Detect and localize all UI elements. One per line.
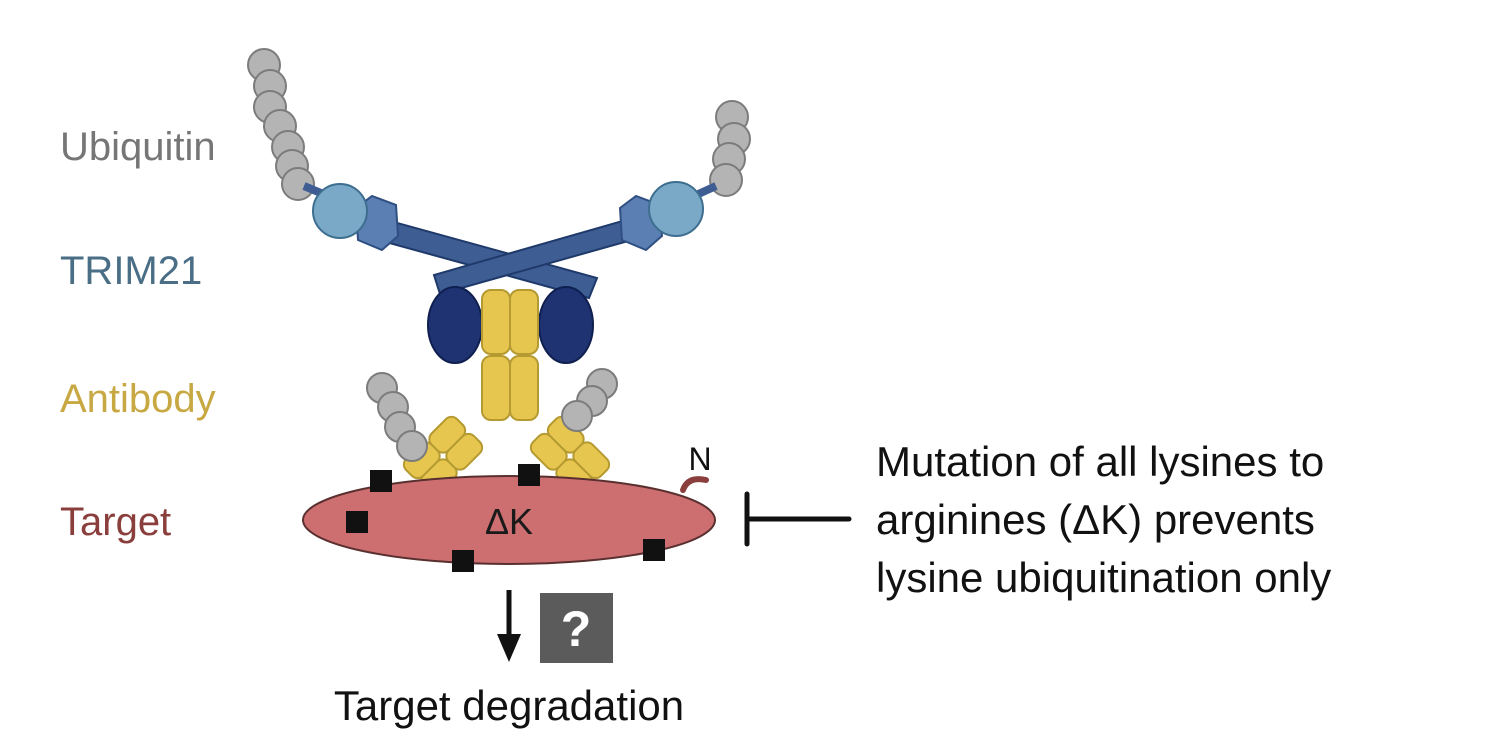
ubiquitin-chain-antibody-right [561, 368, 618, 432]
ubiquitin-chain-top-left [247, 48, 315, 201]
ubiquitin-chain-top-right [709, 100, 751, 197]
annotation-line-3: lysine ubiquitination only [876, 554, 1331, 601]
annotation-line-2: arginines (ΔK) prevents [876, 496, 1315, 543]
delta-k-label: ΔK [485, 501, 533, 542]
antibody [402, 289, 611, 497]
ubiquitin-label: Ubiquitin [60, 125, 216, 169]
annotation-line-1: Mutation of all lysines to [876, 438, 1324, 485]
inhibition-arrow [744, 491, 852, 547]
antibody-label: Antibody [60, 377, 216, 421]
ubiquitin-chain-antibody-left [366, 372, 428, 462]
trim21-label: TRIM21 [60, 249, 202, 293]
trim21-dimer [302, 181, 718, 364]
target-protein [302, 464, 716, 572]
n-terminus-label: N [688, 441, 711, 477]
degradation-caption: Target degradation [334, 682, 684, 729]
question-box [540, 593, 613, 663]
down-arrow-icon [497, 590, 521, 662]
target-label: Target [60, 500, 171, 544]
question-mark: ? [561, 601, 592, 657]
